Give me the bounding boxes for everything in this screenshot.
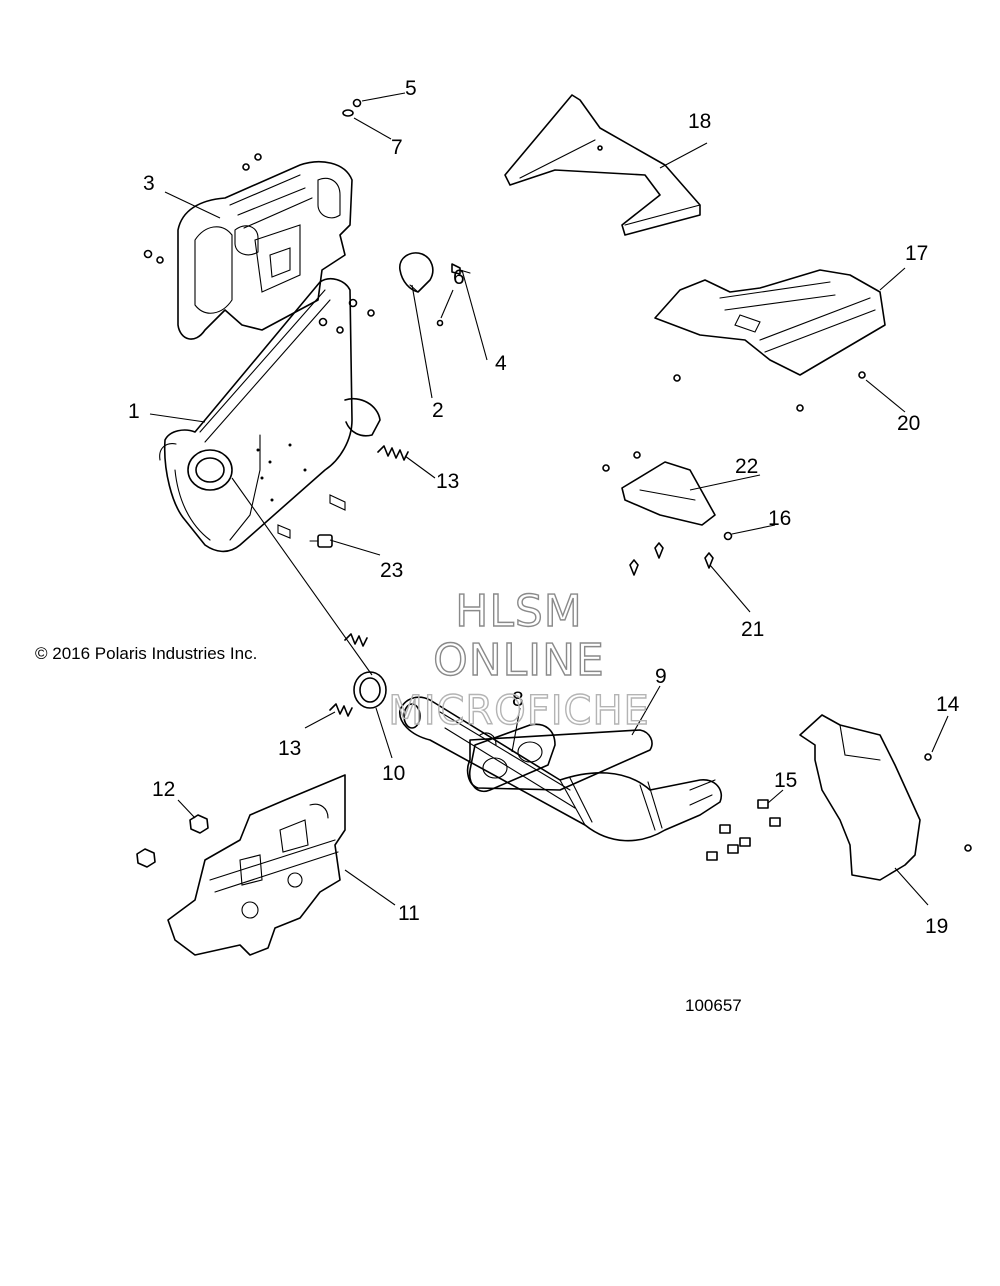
part-2-tail-cap[interactable] bbox=[399, 252, 434, 293]
callout-16: 16 bbox=[768, 507, 791, 530]
callout-19: 19 bbox=[925, 915, 948, 938]
leader-lines bbox=[149, 92, 949, 906]
callout-1: 1 bbox=[128, 400, 140, 423]
callout-labels: 5 7 3 6 4 2 1 13 23 13 10 8 9 12 11 14 1… bbox=[128, 77, 960, 938]
callout-2: 2 bbox=[432, 399, 444, 422]
part-16-fastener[interactable] bbox=[723, 531, 733, 541]
callout-22: 22 bbox=[735, 455, 758, 478]
callout-12: 12 bbox=[152, 778, 175, 801]
callout-18: 18 bbox=[688, 110, 711, 133]
part-5-7-bolt-washer[interactable] bbox=[342, 98, 362, 117]
callout-15: 15 bbox=[774, 769, 797, 792]
part-13-spring-middle[interactable] bbox=[344, 633, 368, 647]
part-14-fastener[interactable] bbox=[924, 753, 972, 852]
part-23-plug[interactable] bbox=[309, 534, 333, 548]
part-11-lower-heat-shield[interactable] bbox=[167, 774, 346, 956]
assembly-line bbox=[231, 477, 373, 676]
part-1-muffler[interactable] bbox=[159, 278, 381, 553]
callout-13-lower: 13 bbox=[278, 737, 301, 760]
part-10-gasket[interactable] bbox=[353, 671, 387, 709]
copyright-notice: © 2016 Polaris Industries Inc. bbox=[35, 644, 257, 663]
part-21-screws[interactable] bbox=[629, 542, 714, 576]
part-3-heat-shield[interactable] bbox=[143, 153, 375, 340]
drawing-number: 100657 bbox=[685, 996, 742, 1015]
callout-13-upper: 13 bbox=[436, 470, 459, 493]
callout-10: 10 bbox=[382, 762, 405, 785]
part-13-spring-lower[interactable] bbox=[329, 703, 353, 717]
callout-6: 6 bbox=[453, 266, 465, 289]
callout-4: 4 bbox=[495, 352, 507, 375]
watermark-line-1: HLSM bbox=[455, 586, 583, 637]
part-9-manifold-gasket[interactable] bbox=[466, 723, 653, 792]
part-15-bolts[interactable] bbox=[706, 799, 781, 861]
part-8-header-pipe[interactable] bbox=[399, 696, 722, 842]
callout-5: 5 bbox=[405, 77, 417, 100]
part-17-heat-shield[interactable] bbox=[654, 269, 886, 412]
callout-8: 8 bbox=[512, 688, 524, 711]
part-19-side-heat-shield[interactable] bbox=[799, 714, 921, 881]
watermark-line-2: ONLINE bbox=[433, 635, 605, 686]
callout-14: 14 bbox=[936, 693, 960, 716]
part-22-bracket[interactable] bbox=[602, 451, 716, 526]
watermark: HLSM ONLINE MICROFICHE bbox=[387, 585, 650, 734]
part-18-heat-shield[interactable] bbox=[504, 94, 701, 236]
part-12-nut[interactable] bbox=[136, 814, 209, 868]
part-6-fastener[interactable] bbox=[436, 319, 444, 327]
part-13-spring-upper[interactable] bbox=[377, 445, 409, 461]
callout-21: 21 bbox=[741, 618, 764, 641]
callout-23: 23 bbox=[380, 559, 403, 582]
callout-11: 11 bbox=[398, 902, 420, 925]
callout-7: 7 bbox=[391, 136, 403, 159]
callout-17: 17 bbox=[905, 242, 928, 265]
callout-9: 9 bbox=[655, 665, 667, 688]
callout-20: 20 bbox=[897, 412, 920, 435]
callout-3: 3 bbox=[143, 172, 155, 195]
watermark-line-3: MICROFICHE bbox=[388, 688, 650, 734]
